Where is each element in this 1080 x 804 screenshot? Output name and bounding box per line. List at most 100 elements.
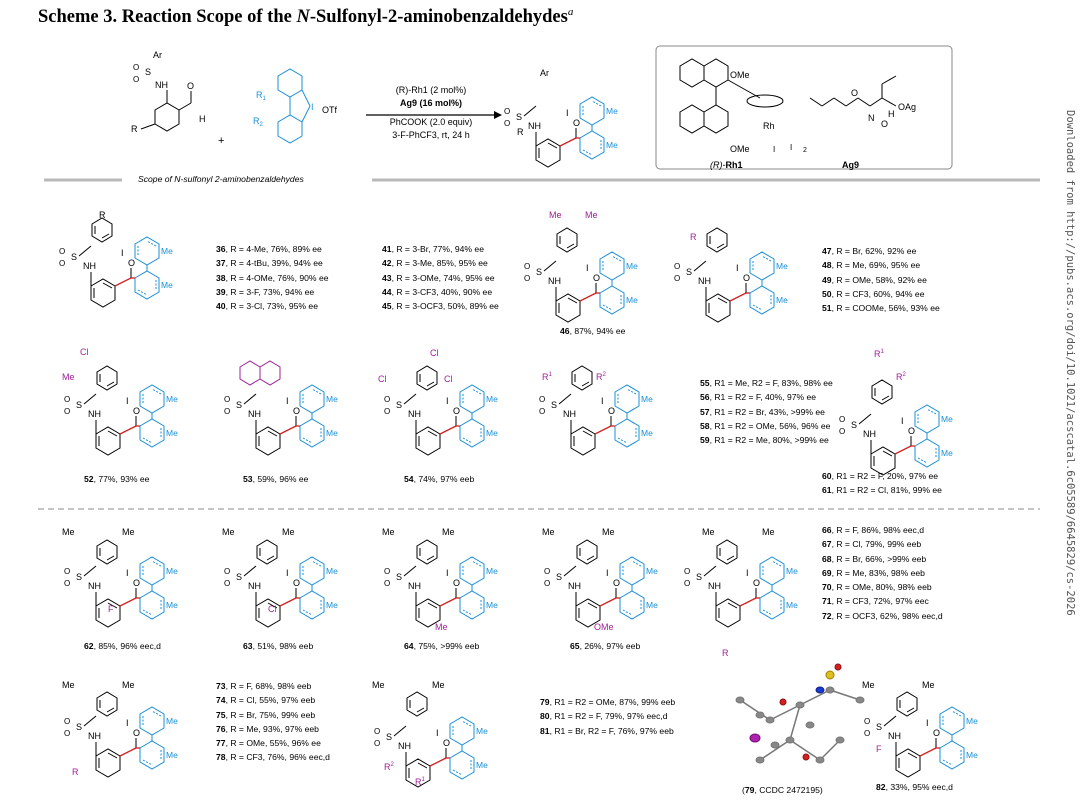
aryl-62 (96, 539, 118, 565)
svg-text:Me: Me (432, 680, 445, 690)
aryl-47 (706, 227, 728, 253)
scheme-title: Scheme 3. Reaction Scope of the N-Sulfon… (38, 6, 573, 28)
svg-text:Me: Me (372, 680, 385, 690)
caption-63: 63, 51%, 98% eeb (243, 641, 314, 651)
svg-text:2: 2 (803, 147, 807, 154)
product-63 (223, 556, 339, 628)
svg-text:R: R (690, 232, 697, 242)
entry-37: 37, R = 4-tBu, 39%, 94% ee (216, 258, 323, 269)
svg-text:R2: R2 (896, 372, 907, 382)
svg-text:Me: Me (222, 527, 235, 537)
svg-text:Cl: Cl (444, 374, 453, 384)
svg-text:Me: Me (435, 622, 448, 632)
aryl-79 (406, 691, 428, 717)
title-italic: N (296, 7, 310, 28)
entry-77: 77, R = OMe, 55%, 96% ee (216, 738, 321, 749)
entries-41-45: 41, R = 3-Br, 77%, 94% ee 42, R = 3-Me, … (382, 242, 499, 313)
entry-47: 47, R = Br, 62%, 92% ee (822, 246, 917, 256)
product-64 (383, 556, 499, 628)
caption-64: 64, 75%, >99% eeb (404, 641, 480, 651)
entries-55-59: 55, R1 = Me, R2 = F, 83%, 98% ee 56, R1 … (700, 376, 833, 447)
entry-73: 73, R = F, 68%, 98% eeb (216, 681, 312, 691)
entry-56: 56, R1 = R2 = F, 40%, 97% ee (700, 392, 817, 403)
reactant-iodonium (277, 68, 311, 144)
entry-43: 43, R = 3-OMe, 74%, 95% ee (382, 272, 495, 283)
svg-text:NH: NH (155, 80, 168, 90)
entries-60-61: 60, R1 = R2 = F, 20%, 97% ee 61, R1 = R2… (822, 469, 942, 498)
aryl-55 (571, 365, 593, 391)
ag9-structure (809, 75, 897, 107)
svg-text:Me: Me (549, 210, 562, 220)
svg-text:F: F (876, 744, 882, 754)
entry-69: 69, R = Me, 83%, 98% eeb (822, 567, 925, 578)
svg-text:H: H (888, 109, 895, 119)
product-62 (63, 556, 179, 628)
svg-text:I: I (311, 102, 314, 112)
svg-text:Me: Me (382, 527, 395, 537)
svg-text:Me: Me (62, 680, 75, 690)
entry-67: 67, R = Cl, 79%, 99% eeb (822, 539, 922, 550)
title-prefix: Scheme 3. Reaction Scope of the (38, 7, 297, 28)
entry-57: 57, R1 = R2 = Br, 43%, >99% ee (700, 406, 825, 417)
entry-70: 70, R = OMe, 80%, 98% eeb (822, 582, 932, 593)
aryl-60 (871, 379, 893, 405)
svg-text:R: R (722, 648, 729, 658)
svg-text:R2: R2 (384, 762, 395, 772)
entry-79: 79, R1 = R2 = OMe, 87%, 99% eeb (540, 697, 676, 707)
product-47-51 (673, 251, 789, 323)
svg-text:OMe: OMe (730, 70, 750, 80)
entry-38: 38, R = 4-OMe, 76%, 90% ee (216, 272, 329, 283)
rh1-label: (R)-Rh1 (710, 160, 743, 170)
entry-49: 49, R = OMe, 58%, 92% ee (822, 274, 927, 285)
cond-base: PhCOOK (2.0 equiv) (389, 117, 473, 127)
entry-68: 68, R = Br, 66%, >99% eeb (822, 553, 927, 564)
svg-text:Me: Me (702, 527, 715, 537)
aryl-54 (416, 365, 438, 391)
svg-text:Me: Me (602, 527, 615, 537)
product-55-59 (538, 384, 654, 456)
entry-71: 71, R = CF3, 72%, 97% eec (822, 596, 929, 607)
entry-80: 80, R1 = R2 = F, 79%, 97% eec,d (540, 711, 668, 722)
naphthyl-53 (239, 360, 281, 386)
entry-41: 41, R = 3-Br, 77%, 94% ee (382, 244, 484, 254)
entry-58: 58, R1 = R2 = OMe, 56%, 96% ee (700, 420, 831, 431)
svg-text:R1: R1 (874, 349, 885, 359)
cond-catalyst: (R)-Rh1 (2 mol%) (395, 85, 467, 95)
product-53 (223, 384, 339, 456)
product-82 (863, 706, 979, 778)
svg-text:Cl: Cl (378, 374, 387, 384)
product-36-45 (58, 236, 174, 308)
svg-text:Me: Me (442, 527, 455, 537)
svg-text:Me: Me (542, 527, 555, 537)
entry-51: 51, R = COOMe, 56%, 93% ee (822, 303, 940, 314)
entry-42: 42, R = 3-Me, 85%, 95% ee (382, 258, 488, 269)
aryl-63 (256, 539, 278, 565)
catalyst-box (655, 45, 953, 170)
plus-sign: + (218, 135, 224, 147)
product-73-78 (63, 706, 179, 778)
svg-text:Me: Me (62, 527, 75, 537)
svg-text:R2: R2 (596, 372, 607, 382)
svg-text:Me: Me (62, 372, 75, 382)
svg-text:Me: Me (282, 527, 295, 537)
entry-36: 36, R = 4-Me, 76%, 89% ee (216, 244, 322, 254)
caption-46: 46, 87%, 94% ee (560, 326, 626, 336)
svg-text:OMe: OMe (730, 144, 750, 154)
rh1-structure (679, 58, 784, 134)
cond-solvent: 3-F-PhCF3, rt, 24 h (392, 129, 470, 140)
svg-text:F: F (108, 604, 114, 614)
aryl-52 (96, 365, 118, 391)
aryl-36 (91, 217, 113, 243)
aryl-73 (96, 691, 118, 717)
svg-text:O: O (133, 63, 139, 72)
reaction-conditions: (R)-Rh1 (2 mol%) Ag9 (16 mol%) PhCOOK (2… (366, 84, 496, 141)
svg-text:O: O (133, 75, 139, 84)
entry-75: 75, R = Br, 75%, 99% eeb (216, 709, 316, 720)
caption-54: 54, 74%, 97% eeb (404, 474, 475, 484)
svg-text:Cl: Cl (268, 604, 277, 614)
entries-73-78: 73, R = F, 68%, 98% eeb 74, R = Cl, 55%,… (216, 679, 330, 765)
product-46 (523, 251, 639, 323)
product-65 (543, 556, 659, 628)
svg-text:R1: R1 (256, 90, 267, 102)
